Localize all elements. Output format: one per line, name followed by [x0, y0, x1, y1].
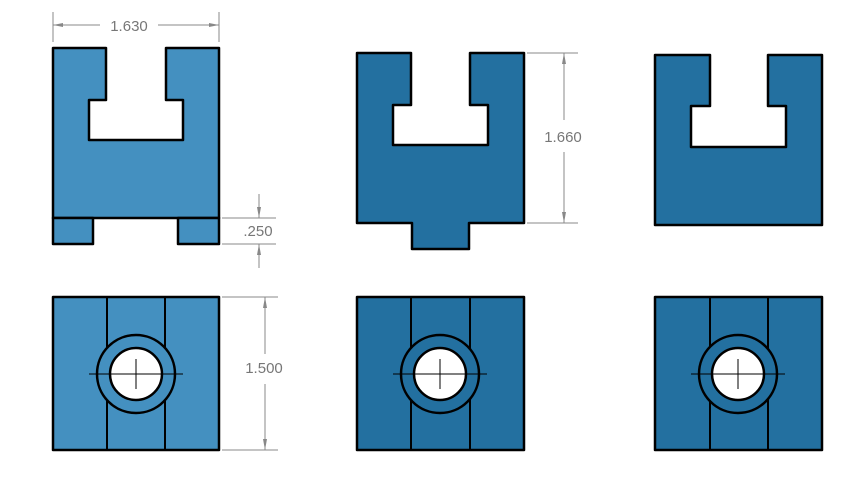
dimension-width: 1.630	[52, 12, 220, 42]
top-view-right	[653, 295, 824, 452]
dimension-depth-label: 1.500	[245, 360, 283, 377]
dimension-foot-height: .250	[222, 194, 276, 268]
top-view-middle	[355, 295, 526, 452]
front-view-middle	[355, 51, 526, 251]
dimension-height-label: 1.660	[544, 129, 582, 146]
dimension-foot-height-label: .250	[243, 223, 272, 240]
top-view-left	[51, 295, 221, 452]
front-view-left	[51, 46, 221, 246]
dimension-width-label: 1.630	[110, 18, 148, 35]
front-view-right	[653, 53, 824, 227]
dimension-depth: 1.500	[222, 296, 283, 451]
dimension-height: 1.660	[527, 52, 582, 224]
